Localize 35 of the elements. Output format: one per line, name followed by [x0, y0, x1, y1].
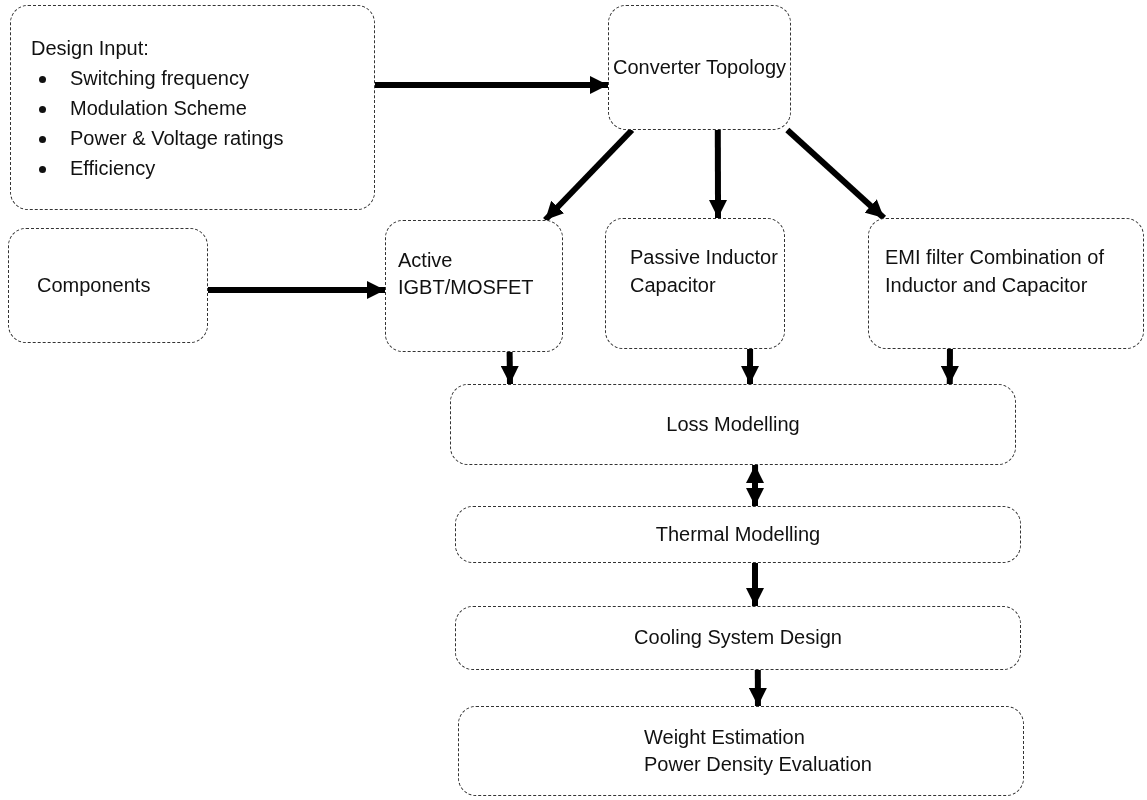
process-box	[458, 706, 1024, 796]
process-box	[455, 606, 1021, 670]
process-box	[385, 220, 563, 352]
node-label: Converter Topology	[612, 54, 787, 80]
process-box	[8, 228, 208, 343]
arrow	[746, 465, 765, 506]
node-label: Thermal Modelling	[655, 521, 821, 547]
node-label: Active IGBT/MOSFET	[398, 247, 535, 300]
node-label: Components	[37, 272, 151, 298]
bullet-item: Power & Voltage ratings	[31, 122, 284, 153]
bullet-item: Modulation Scheme	[31, 92, 247, 123]
process-box	[608, 5, 791, 130]
node-label: Passive Inductor Capacitor	[630, 245, 779, 298]
node-label: Power Density Evaluation	[644, 752, 872, 777]
process-box	[868, 218, 1144, 349]
process-box	[455, 506, 1021, 563]
bullet-item: Switching frequency	[31, 62, 249, 93]
node-label: Weight Estimation	[644, 724, 805, 750]
node-label: Cooling System Design	[634, 625, 842, 651]
heading-text: Design Input:	[31, 35, 149, 61]
bullet-item: Efficiency	[31, 152, 156, 183]
arrow	[741, 349, 760, 384]
process-box	[605, 218, 785, 349]
node-label: Loss Modelling	[666, 411, 800, 437]
arrow	[746, 563, 764, 606]
arrow	[375, 76, 608, 94]
node-label: EMI filter Combination of Inductor and Capacitor	[885, 245, 1105, 298]
process-box	[450, 384, 1016, 465]
arrow	[940, 349, 959, 384]
arrow	[500, 351, 519, 385]
arrow	[785, 127, 887, 221]
arrow	[748, 670, 767, 706]
process-box	[10, 5, 375, 210]
arrow	[208, 281, 385, 299]
arrow	[709, 130, 727, 218]
